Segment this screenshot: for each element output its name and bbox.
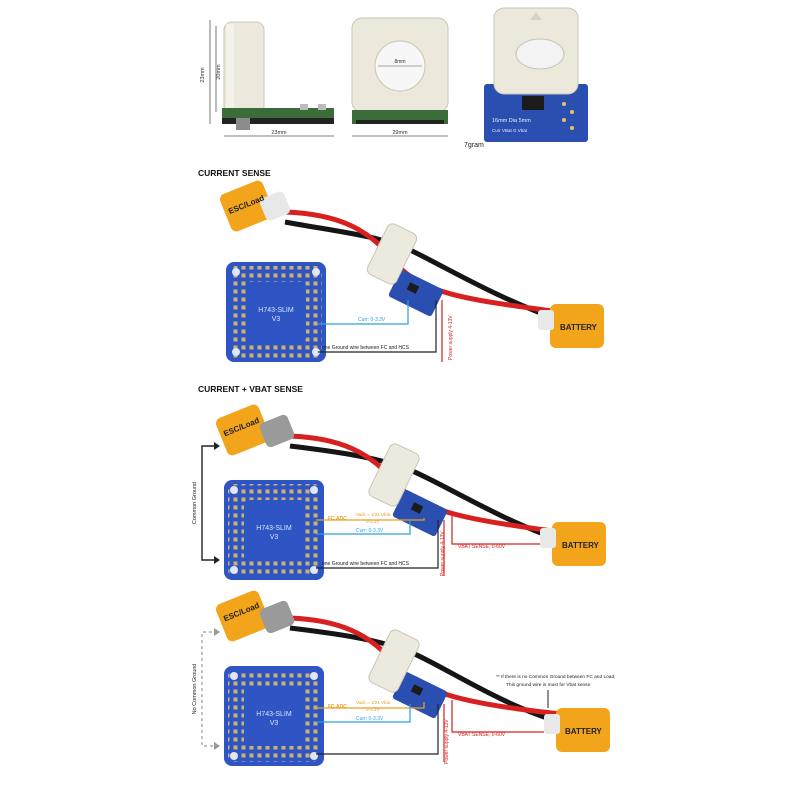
vbat-ratio-label: Vadc = 1/21 Vbat bbox=[356, 512, 391, 517]
dim-side-height-inner: 20mm bbox=[216, 64, 222, 80]
esc-connector: ESC/Load bbox=[215, 404, 295, 456]
section-title-current-sense: CURRENT SENSE bbox=[198, 168, 271, 178]
battery-connector: BATTERY bbox=[540, 522, 606, 566]
vbat-range-label: 0-3.3V bbox=[366, 519, 379, 524]
current-sensor bbox=[366, 223, 444, 316]
power-supply-label: Power supply 4-13V bbox=[440, 531, 446, 576]
current-sensor bbox=[368, 629, 448, 718]
ground-wire-label: one Ground wire between FC and HCS bbox=[322, 561, 410, 567]
fc-label-top: H743-SLIM bbox=[258, 307, 294, 314]
product-front-view: 8mm 29mm bbox=[351, 17, 449, 137]
battery-label: BATTERY bbox=[560, 323, 598, 332]
power-supply-label: Power supply 4-13V bbox=[444, 719, 450, 764]
battery-connector: BATTERY bbox=[538, 304, 604, 348]
no-common-ground-label: No Common Ground bbox=[192, 664, 198, 715]
vbat-sense-label: VBAT SENSE, 0-60V bbox=[458, 544, 506, 550]
fc-label-top: H743-SLIM bbox=[256, 711, 292, 718]
ground-wire-label: one Ground wire between FC and HCS bbox=[322, 345, 410, 351]
dim-front-width: 29mm bbox=[392, 130, 408, 136]
battery-label: BATTERY bbox=[562, 541, 600, 550]
note-line-1: ** If there is no Common Ground between … bbox=[496, 674, 615, 680]
board-weight: 7gram bbox=[464, 142, 484, 149]
board-pin-labels: Curr VBat G Vbat bbox=[492, 128, 528, 133]
vbat-range-label: 0-3.3V bbox=[366, 707, 379, 712]
note-line-2: This ground wire is must for Vbat sense bbox=[506, 682, 591, 688]
battery-connector: BATTERY bbox=[544, 708, 610, 752]
curr-label: Curr: 0-3.3V bbox=[358, 317, 386, 323]
common-ground-label: Common Ground bbox=[192, 482, 198, 524]
esc-connector: ESC/Load bbox=[215, 590, 295, 642]
current-vbat-diagram: ESC/Load BATTERY H743-SLIM V3 Common Gr bbox=[192, 404, 606, 580]
current-sensor bbox=[368, 443, 448, 536]
fc-adc-label: FC ADC bbox=[328, 516, 347, 522]
no-common-ground-diagram: ESC/Load BATTERY H743-SLIM V3 No Common bbox=[192, 590, 615, 766]
board-silk-label: 16mm Dia 5mm bbox=[492, 118, 531, 124]
fc-label-bottom: V3 bbox=[270, 534, 279, 541]
battery-label: BATTERY bbox=[565, 727, 603, 736]
current-sense-diagram: ESC/Load BATTERY H743-SLIM V3 bbox=[219, 180, 604, 362]
dim-front-hole: 8mm bbox=[394, 59, 405, 65]
power-supply-label: Power supply 4-13V bbox=[448, 315, 454, 360]
dim-side-width: 23mm bbox=[271, 130, 287, 136]
vbat-sense-label: VBAT SENSE, 0-60V bbox=[458, 732, 506, 738]
esc-connector: ESC/Load bbox=[219, 180, 291, 232]
product-board-view: 16mm Dia 5mm Curr VBat G Vbat 7gram bbox=[464, 7, 588, 149]
fc-label-bottom: V3 bbox=[272, 316, 281, 323]
flight-controller-board: H743-SLIM V3 bbox=[226, 262, 326, 362]
fc-adc-label: FC ADC bbox=[328, 704, 347, 710]
fc-label-top: H743-SLIM bbox=[256, 525, 292, 532]
flight-controller-board: H743-SLIM V3 bbox=[224, 666, 324, 766]
curr-label: Curr: 0-3.3V bbox=[356, 528, 384, 534]
dim-side-height-outer: 23mm bbox=[200, 67, 206, 83]
curr-label: Curr: 0-3.3V bbox=[356, 716, 384, 722]
section-title-current-vbat: CURRENT + VBAT SENSE bbox=[198, 384, 303, 394]
vbat-ratio-label: Vadc = 1/21 Vbat bbox=[356, 700, 391, 705]
fc-label-bottom: V3 bbox=[270, 720, 279, 727]
flight-controller-board: H743-SLIM V3 bbox=[224, 480, 324, 580]
product-side-view: 23mm 20mm 23mm bbox=[200, 20, 334, 137]
